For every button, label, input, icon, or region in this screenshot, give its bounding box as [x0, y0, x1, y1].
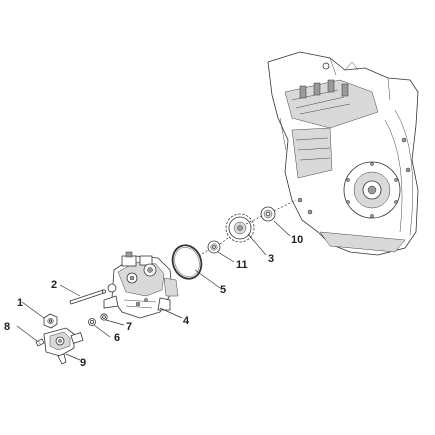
- hex-nut: [43, 313, 58, 329]
- gear-washer: [207, 240, 221, 254]
- pin-rod: [69, 289, 107, 305]
- leader-lines: [16, 220, 291, 361]
- small-seal-ring-6: [88, 318, 96, 326]
- callout-1: 1: [17, 297, 23, 309]
- pressure-valve: [43, 327, 84, 365]
- callout-4: 4: [183, 315, 190, 327]
- callout-5: 5: [220, 284, 226, 296]
- drive-gear: [225, 213, 255, 243]
- callout-11: 11: [236, 259, 248, 271]
- gear-nut: [260, 206, 276, 222]
- callout-8: 8: [4, 321, 10, 333]
- small-bolt: [35, 338, 45, 347]
- assembly-lines: [198, 199, 297, 257]
- small-seal-ring-7: [100, 313, 108, 321]
- callout-2: 2: [51, 279, 57, 291]
- o-ring-seal: [171, 244, 203, 280]
- callout-3: 3: [268, 253, 274, 265]
- callout-9: 9: [80, 357, 86, 369]
- engine-block: [267, 51, 419, 256]
- callout-7: 7: [126, 321, 132, 333]
- fuel-injection-pump: [103, 251, 179, 319]
- callout-10: 10: [291, 234, 303, 246]
- callout-6: 6: [114, 332, 120, 344]
